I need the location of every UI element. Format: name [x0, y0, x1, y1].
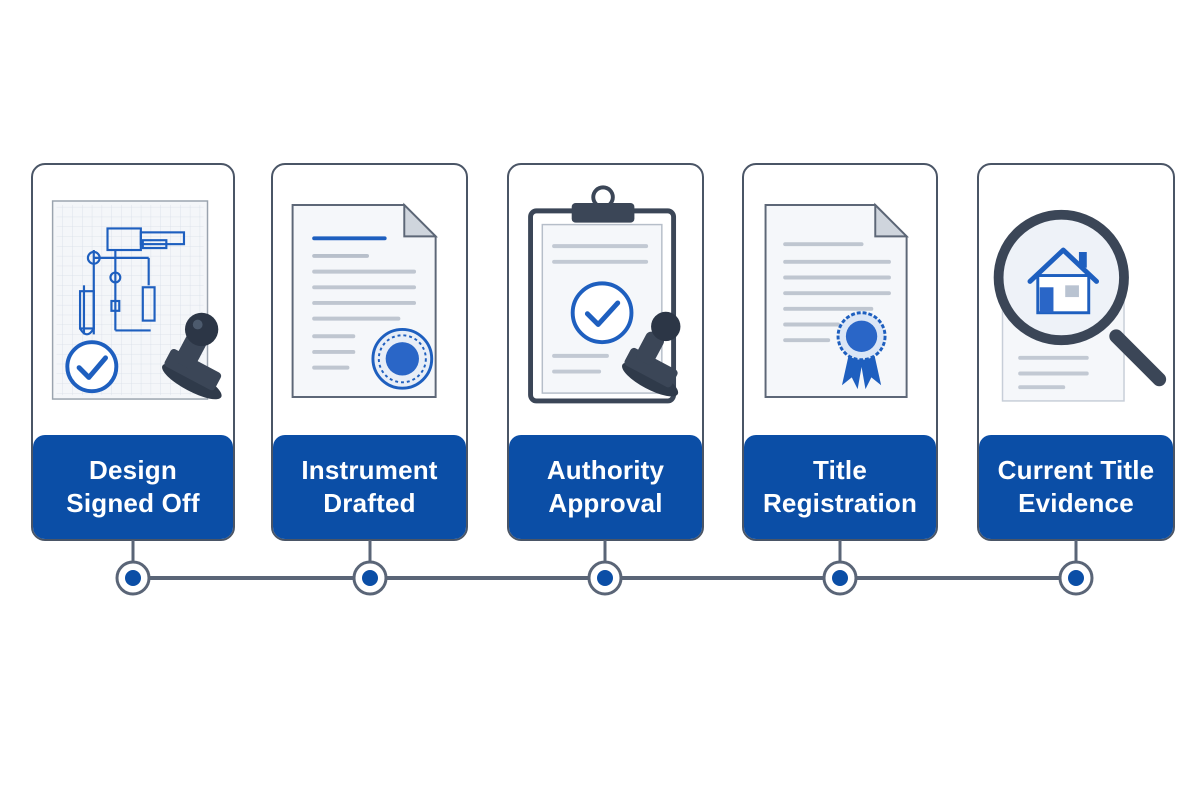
step-card-design-signed-off: Design Signed Off: [31, 163, 235, 541]
clipboard-check-stamp-icon: [528, 185, 681, 404]
timeline-node-1: [115, 540, 151, 596]
certificate-ribbon-icon: [764, 202, 909, 398]
step-label: Title Registration: [762, 455, 918, 518]
step-card-authority-approval: Authority Approval: [507, 163, 704, 541]
timeline-node-2: [352, 540, 388, 596]
step-label-box: Design Signed Off: [33, 435, 233, 539]
step-card-title-registration: Title Registration: [742, 163, 938, 541]
timeline-node-5: [1058, 540, 1094, 596]
step-label-box: Title Registration: [744, 435, 936, 539]
step-label: Design Signed Off: [66, 455, 200, 518]
magnifier-house-icon: [993, 209, 1167, 402]
step-card-current-title-evidence: Current Title Evidence: [977, 163, 1175, 541]
document-seal-icon: [291, 202, 438, 398]
step-label-box: Current Title Evidence: [979, 435, 1173, 539]
timeline-node-3: [587, 540, 623, 596]
step-label-box: Authority Approval: [509, 435, 702, 539]
timeline: [115, 540, 1094, 596]
step-label-box: Instrument Drafted: [273, 435, 466, 539]
blueprint-stamp-icon: [51, 200, 222, 400]
step-label: Current Title Evidence: [997, 455, 1155, 518]
step-label: Instrument Drafted: [301, 455, 438, 518]
timeline-node-4: [822, 540, 858, 596]
step-label: Authority Approval: [546, 455, 665, 518]
step-card-instrument-drafted: Instrument Drafted: [271, 163, 468, 541]
